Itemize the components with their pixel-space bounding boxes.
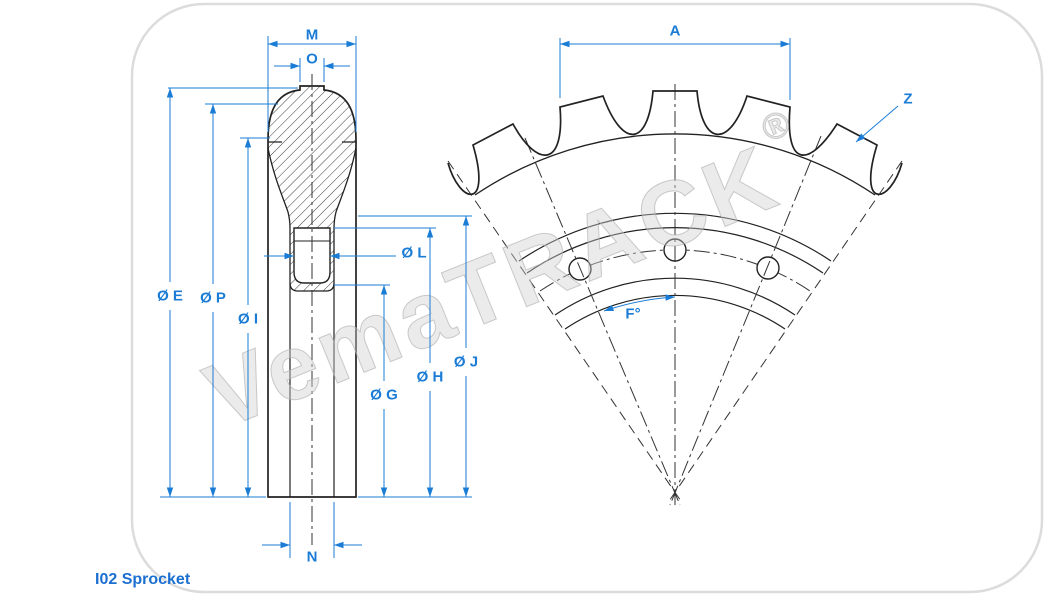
dim-label-f: F° (625, 306, 640, 323)
dim-label-j: Ø J (454, 354, 478, 371)
extension-lines-right (559, 38, 791, 100)
dim-o: O (274, 51, 350, 70)
dim-label-h: Ø H (417, 369, 444, 386)
tooth-root-arc (474, 133, 876, 196)
dim-label-a: A (670, 23, 681, 40)
dim-n: N (262, 541, 362, 566)
dim-l: Ø L (264, 245, 427, 262)
bolt-hole-right (756, 256, 780, 280)
drawing-title: I02 Sprocket (95, 571, 191, 588)
dim-i: Ø I (238, 138, 258, 497)
dim-label-z: Z (903, 91, 912, 108)
dim-p: Ø P (200, 104, 226, 497)
watermark-frame (130, 2, 1044, 594)
dim-label-l: Ø L (402, 245, 427, 262)
radial-centerlines (524, 84, 822, 508)
tooth-profile (447, 90, 903, 196)
dim-m: M (268, 27, 356, 48)
bolt-slot-outline (293, 227, 331, 284)
section-outline (267, 85, 357, 498)
dim-z: Z (855, 91, 913, 143)
dim-j: Ø J (454, 216, 478, 497)
dim-a: A (560, 23, 790, 48)
watermark-reg: ® (756, 99, 801, 149)
dim-label-i: Ø I (238, 311, 258, 328)
dim-label-o: O (306, 51, 318, 68)
dim-label-p: Ø P (200, 290, 226, 307)
dim-f: F° (603, 294, 676, 323)
dim-e: Ø E (157, 88, 183, 497)
bore-lines (289, 283, 335, 497)
dim-h: Ø H (417, 228, 444, 497)
dim-label-e: Ø E (157, 288, 183, 305)
dimensions-left-view: M O Ø E Ø P Ø I Ø G (157, 27, 478, 566)
dim-label-m: M (306, 27, 319, 44)
dim-g: Ø G (370, 285, 398, 497)
sector-edge-lines (447, 160, 903, 505)
left-section-view (267, 74, 357, 545)
right-fan-view (447, 84, 903, 508)
dim-label-g: Ø G (370, 387, 398, 404)
dimensions-right-view: A Z F° (559, 23, 913, 323)
dim-label-n: N (307, 549, 318, 566)
